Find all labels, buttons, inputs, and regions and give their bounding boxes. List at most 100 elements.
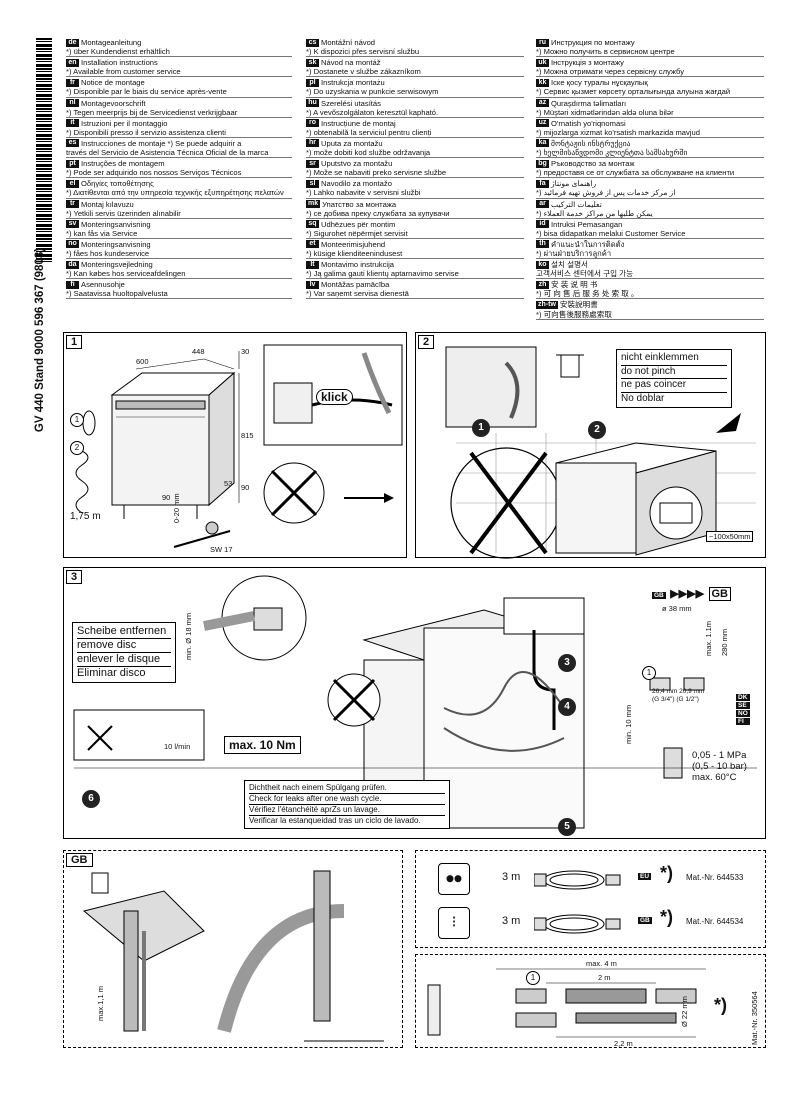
wrench-size: SW 17: [210, 545, 233, 554]
language-note: *) Lahko nabavite v servisni službi: [306, 188, 524, 199]
language-note: *) Dostanete v službe zákazníkom: [306, 67, 524, 78]
language-code: zh-tw: [536, 300, 558, 309]
language-note: través del Servicio de Asistencia Técnic…: [66, 148, 292, 159]
barcode: [36, 38, 52, 263]
language-note: *) Disponibili presso il servizio assist…: [66, 128, 292, 138]
hose-extension-drawing: [427, 968, 706, 1038]
language-note: *) K dispozici přes servisní službu: [306, 47, 524, 58]
panel-number: 2: [418, 335, 435, 349]
language-title: Montavimo instrukcija: [321, 260, 395, 270]
remove-disc-line: enlever le disque: [77, 653, 171, 667]
item-1-marker: 1: [70, 413, 84, 427]
language-code: tr: [66, 200, 79, 209]
language-title: Montageanleitung: [81, 38, 142, 47]
language-title: Monteringsanvisning: [81, 219, 151, 229]
language-note: *) mijozlarga xizmat ko'rsatish markazid…: [536, 128, 764, 138]
language-note: *) Var saņemt servisa dienestā: [306, 289, 524, 300]
warning-line: nicht einklemmen: [621, 352, 727, 366]
language-code: ru: [536, 38, 549, 47]
language-code: el: [66, 179, 79, 188]
language-note: *) Pode ser adquirido nos nossos Serviço…: [66, 168, 292, 179]
language-note: *) Можно получить в сервисном центре: [536, 47, 764, 58]
language-title: O'rnatish yo'riqnomasi: [551, 118, 626, 128]
language-code: nl: [66, 99, 79, 108]
dim-height-2: 90: [241, 483, 250, 492]
language-code: sq: [306, 220, 319, 229]
language-note: *) Do uzyskania w punkcie serwisowym: [306, 87, 524, 98]
callout-6: 6: [82, 790, 100, 808]
leak-check-line: Verificar la estanqueidad tras un ciclo …: [249, 816, 421, 825]
cable-icon: [534, 914, 621, 934]
flow-rate: 10 l/min: [164, 742, 191, 751]
language-title: Instruções de montagem: [81, 159, 165, 169]
language-note: *) Saatavissa huoltopalvelusta: [66, 289, 292, 300]
language-title: Návod na montáž: [321, 58, 381, 68]
language-code: az: [536, 99, 549, 108]
language-code: ro: [306, 119, 319, 128]
language-note: *) предоставя се от службата за обслужва…: [536, 168, 764, 179]
language-code: th: [536, 240, 549, 249]
language-title: 安裝說明書: [559, 300, 598, 310]
language-code: ka: [536, 139, 549, 148]
language-title: Упатство за монтажа: [322, 199, 397, 209]
language-note: *) Сервис қызмет көрсету орталығында алу…: [536, 87, 764, 98]
language-code: id: [536, 220, 549, 229]
document-code: GV 440 Stand 9000 596 367 (9803): [30, 248, 50, 432]
language-code: uz: [536, 119, 549, 128]
material-number: Mat.-Nr. 644533: [686, 873, 744, 882]
dim-width: 600: [136, 357, 149, 366]
language-note: *) ხელმისაწვდომი კლიენტთა სამსახურში: [536, 148, 764, 159]
language-note: *) bisa didapatkan melalui Customer Serv…: [536, 229, 764, 239]
panel-number: 3: [66, 570, 83, 584]
thread-sizes: 26,4 mm 20,9 mm: [652, 688, 705, 695]
language-code: hr: [306, 139, 319, 148]
language-title: คำแนะนำในการติดตั้ง: [551, 239, 625, 249]
hose-diameter: Ø 22 mm: [680, 996, 689, 1027]
language-title: Monteringsvejledning: [81, 260, 153, 270]
language-code: ar: [536, 200, 549, 209]
language-code: no: [66, 240, 79, 249]
item-2-marker: 2: [70, 441, 84, 455]
language-title: Іске қосу туралы нұсқаулық: [551, 78, 648, 88]
language-code: et: [306, 240, 319, 249]
optional-marker: *): [660, 907, 673, 927]
language-code: uk: [536, 58, 549, 67]
panel-gb: GB max.1,1 m: [63, 850, 403, 1048]
language-code: pl: [306, 78, 319, 87]
panel-label: GB: [66, 853, 93, 867]
gb-reference: GB ▶▶▶▶ GB: [652, 584, 731, 602]
language-note: *) Available from customer service: [66, 67, 292, 78]
step-2-marker: 2: [588, 421, 606, 439]
language-code: fa: [536, 179, 549, 188]
language-code: hu: [306, 99, 319, 108]
